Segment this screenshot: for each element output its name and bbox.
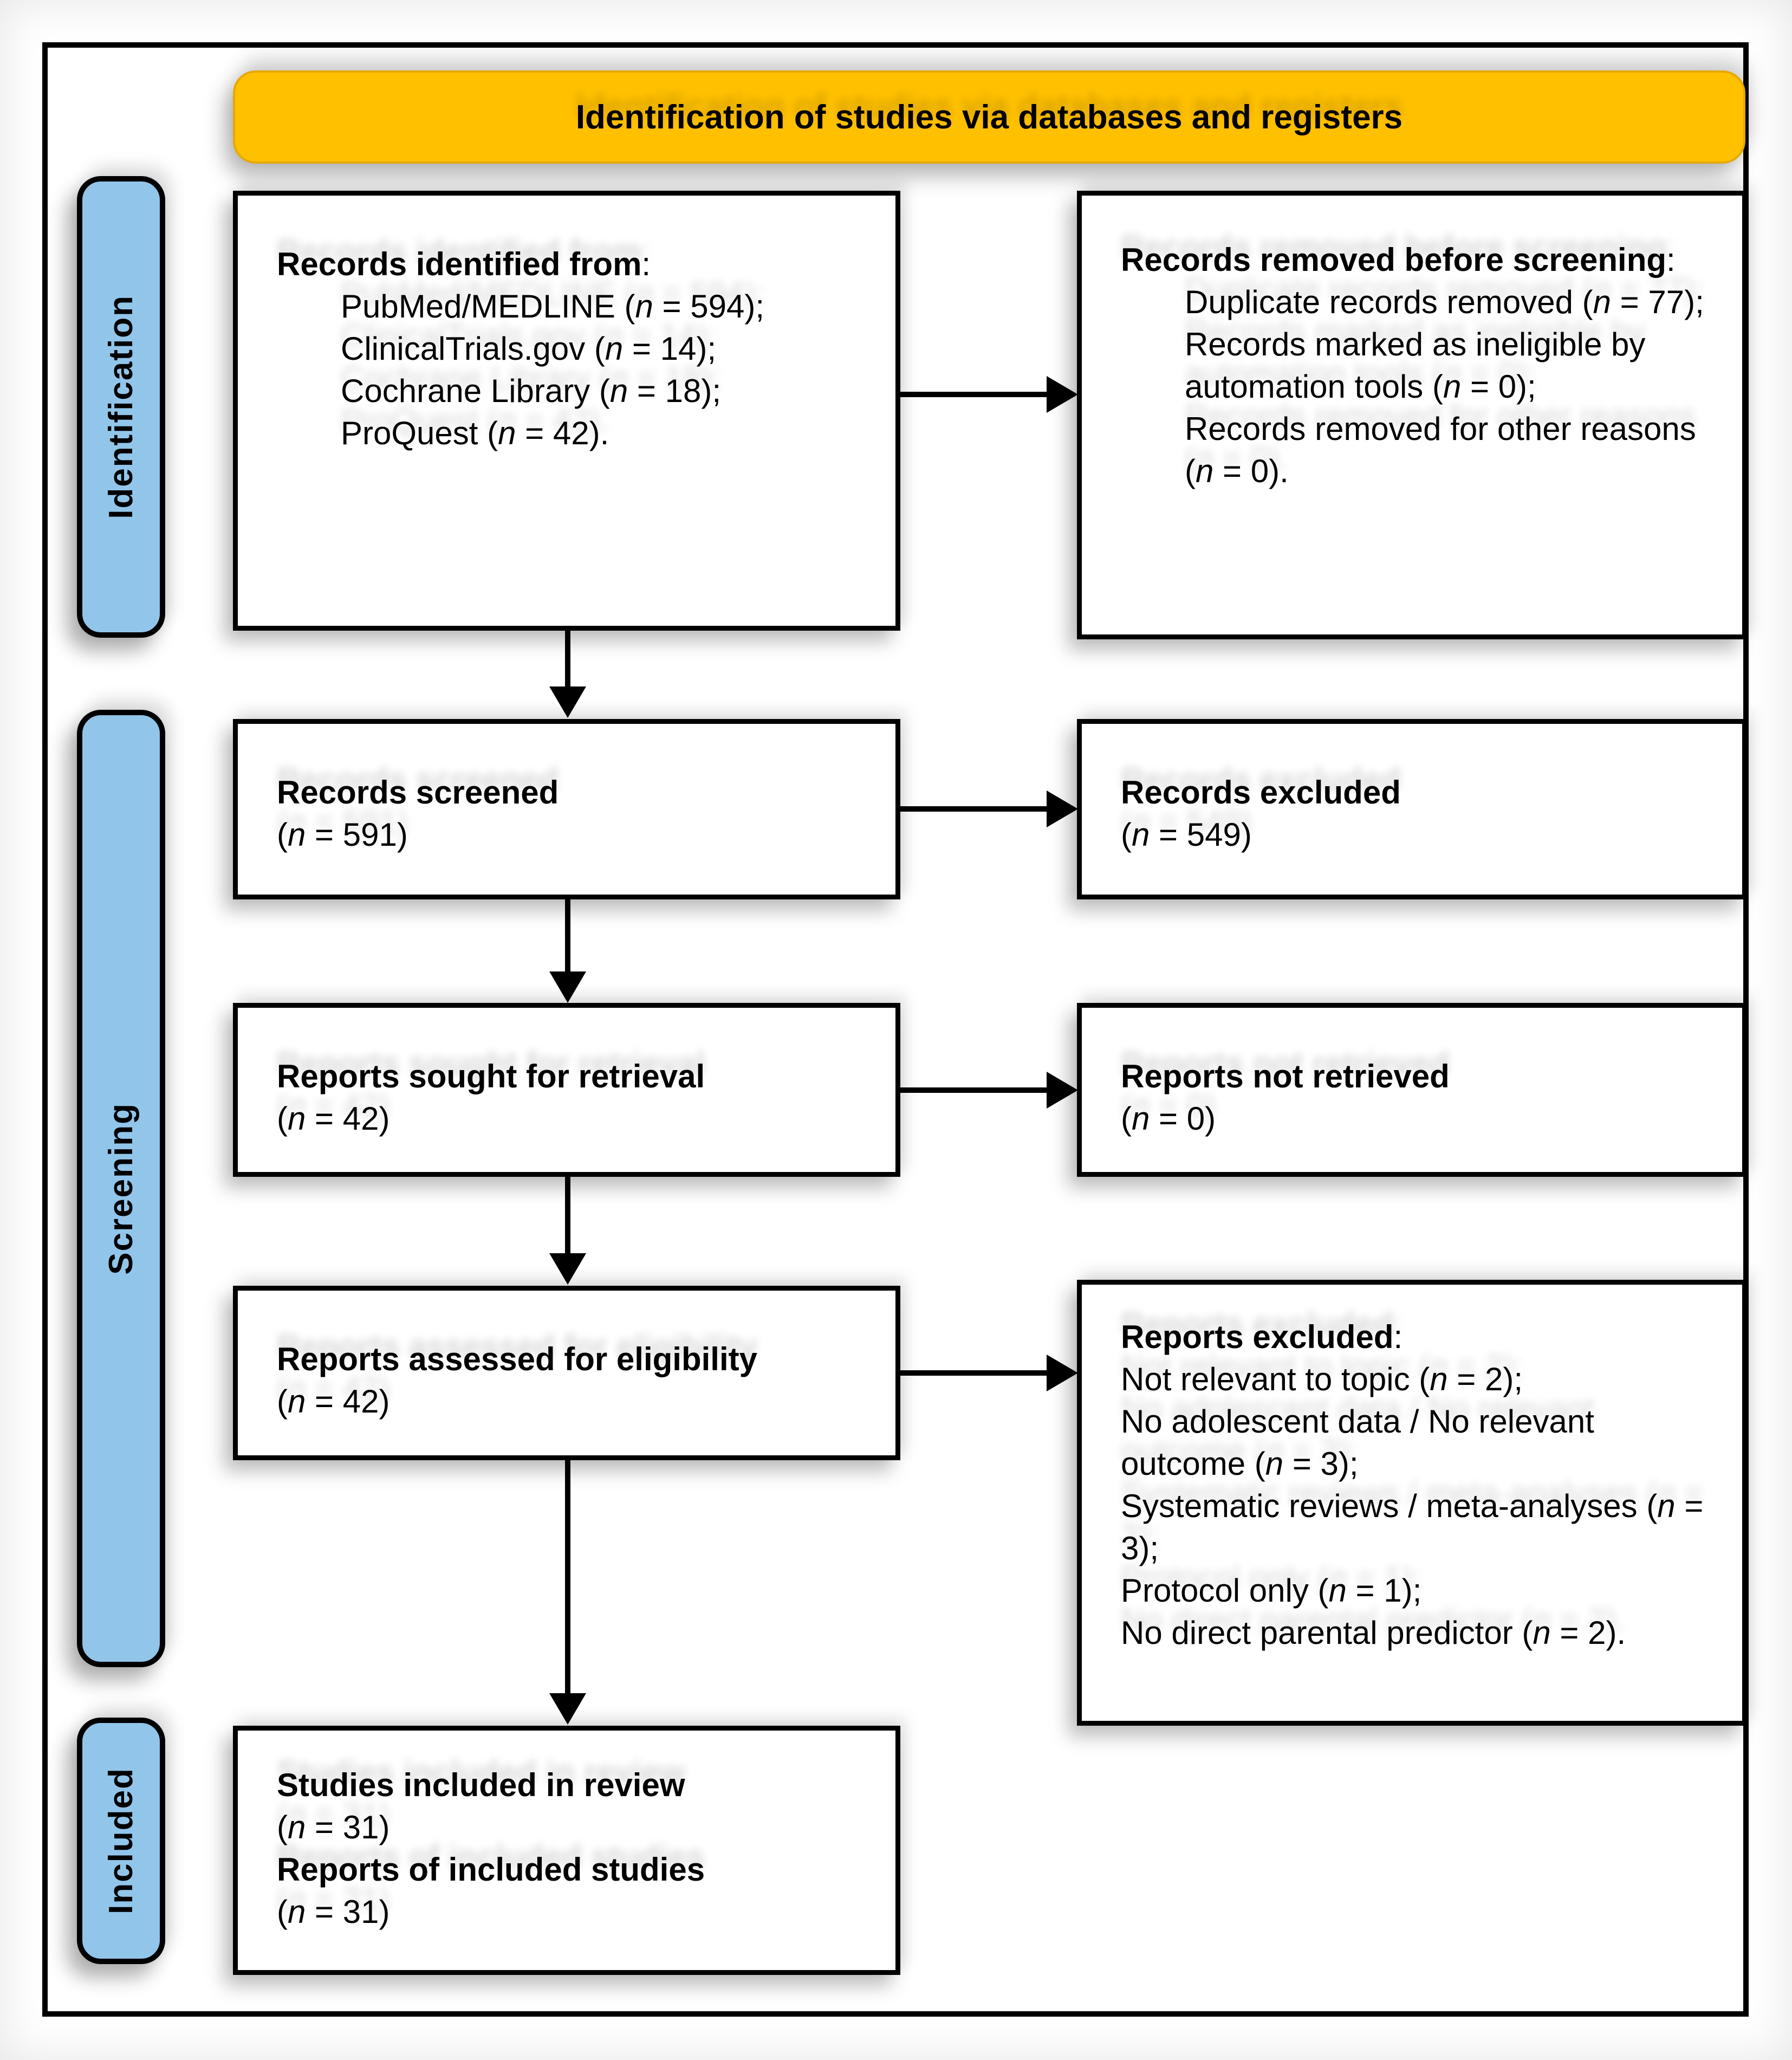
arrow-sought-to-assessed xyxy=(549,1177,586,1285)
box-reports-excluded-reasons: Reports excluded:Not relevant to topic (… xyxy=(1077,1280,1747,1726)
box-reports-assessed: Reports assessed for eligibility(n = 42) xyxy=(233,1286,900,1460)
box-reports-not-retrieved: Reports not retrieved(n = 0) xyxy=(1077,1003,1747,1177)
box-studies-included: Studies included in review(n = 31)Report… xyxy=(233,1726,900,1975)
arrowhead-down-icon xyxy=(549,1253,586,1285)
box-records-removed-before-screening: Records removed before screening:Duplica… xyxy=(1077,191,1747,639)
stage-label-identification: Identification xyxy=(77,176,165,638)
box-records-screened: Records screened(n = 591) xyxy=(233,719,900,899)
arrow-screened-to-excluded xyxy=(900,791,1078,827)
stage-label-screening: Screening xyxy=(77,710,165,1667)
stage-label-screening-text: Screening xyxy=(102,1102,140,1275)
stage-label-included-text: Included xyxy=(102,1767,140,1914)
arrowhead-right-icon xyxy=(1047,1355,1078,1391)
arrowhead-right-icon xyxy=(1047,1072,1078,1109)
arrow-sought-to-not-retrieved xyxy=(900,1072,1078,1109)
box-records-identified: Records identified from:PubMed/MEDLINE (… xyxy=(233,191,900,631)
box-records-excluded: Records excluded(n = 549) xyxy=(1077,719,1747,899)
arrow-assessed-to-included xyxy=(549,1460,586,1725)
stage-label-identification-text: Identification xyxy=(102,295,140,519)
stage-label-included: Included xyxy=(77,1718,165,1964)
arrowhead-down-icon xyxy=(549,971,586,1003)
banner-title: Identification of studies via databases … xyxy=(233,70,1745,164)
arrow-assessed-to-excluded-reasons xyxy=(900,1355,1078,1391)
box-reports-sought: Reports sought for retrieval(n = 42) xyxy=(233,1003,900,1177)
arrow-identified-to-screened xyxy=(549,631,586,718)
arrowhead-down-icon xyxy=(549,1693,586,1725)
arrowhead-down-icon xyxy=(549,686,586,718)
arrowhead-right-icon xyxy=(1047,376,1078,413)
arrow-identified-to-removed xyxy=(900,376,1078,413)
arrowhead-right-icon xyxy=(1047,791,1078,827)
arrow-screened-to-sought xyxy=(549,899,586,1003)
